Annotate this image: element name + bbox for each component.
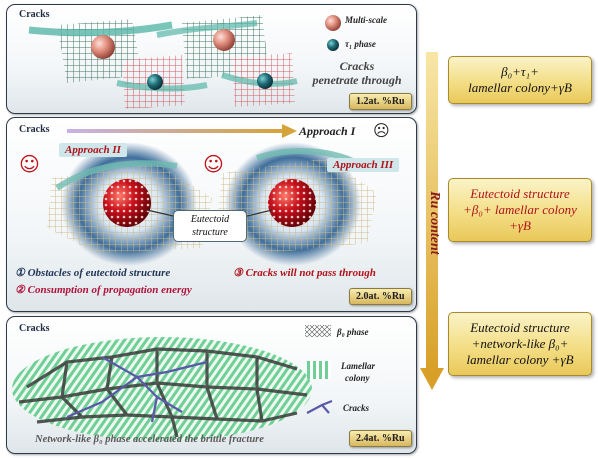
legend-lamellar-line1: Lamellar bbox=[341, 361, 375, 371]
ru-tag-1p2: 1.2at. %Ru bbox=[349, 93, 412, 110]
phase-box-2p0: Eutectoid structure +β₀+ lamellar colony… bbox=[448, 178, 592, 242]
phase-box-1p2-line2: lamellar colony+γB bbox=[468, 80, 572, 95]
note-obstacles: ① Obstacles of eutectoid structure bbox=[15, 267, 171, 279]
phase-box-2p0-line3: +γB bbox=[509, 218, 531, 233]
ru-tag-2p4: 2.4at. %Ru bbox=[349, 430, 412, 447]
phase-box-1p2: β₀+τ₁+ lamellar colony+γB bbox=[448, 56, 592, 104]
microstructure-base bbox=[12, 337, 312, 441]
eutectoid-callout: Eutectoid structure bbox=[173, 210, 247, 242]
face-neutral-icon: ☹ bbox=[373, 121, 390, 140]
panel3-illustration bbox=[12, 325, 333, 441]
legend-cracks-label: Cracks bbox=[343, 403, 370, 413]
legend-tau-label: τ₁ phase bbox=[345, 39, 376, 49]
multiscale-ball-2 bbox=[213, 29, 235, 51]
panel-2p4-ru: Cracks β₀ phase Lamellar colony Cracks N… bbox=[6, 316, 417, 454]
legend-multiscale-label: Multi-scale bbox=[345, 15, 387, 25]
note-not-pass: ③ Cracks will not pass through bbox=[233, 267, 376, 279]
phase-box-2p0-line1: Eutectoid structure bbox=[470, 186, 570, 201]
legend-tau-ball bbox=[327, 39, 339, 51]
phase-box-2p4: Eutectoid structure +network-like β₀+ la… bbox=[448, 312, 592, 376]
tau-ball-1 bbox=[147, 74, 163, 90]
face-happy-right-icon: ☺ bbox=[203, 152, 224, 176]
approach1-arrow-head bbox=[282, 124, 297, 138]
legend-lamellar-line2: colony bbox=[345, 373, 370, 383]
beta-network bbox=[18, 347, 308, 438]
eutectoid-callout-line2: structure bbox=[192, 227, 228, 238]
crack-arrow-2 bbox=[156, 20, 258, 38]
eutectoid-ball-left-dots bbox=[103, 179, 151, 227]
phase-box-2p0-line2: +β₀+ lamellar colony bbox=[463, 202, 577, 217]
legend-lamellar-icon bbox=[307, 361, 331, 379]
panel3-caption: Network-like β₀ phase accelerated the br… bbox=[35, 434, 264, 445]
approach1-arrow-shaft bbox=[67, 129, 282, 133]
crack-sweep-left bbox=[55, 160, 178, 191]
note-consumption: ② Consumption of propagation energy bbox=[15, 284, 192, 296]
ru-content-arrow bbox=[420, 52, 444, 390]
multiscale-ball-1 bbox=[91, 35, 115, 59]
legend-beta-icon bbox=[305, 325, 331, 337]
face-happy-left-icon: ☺ bbox=[19, 152, 40, 176]
approach1-label: Approach I bbox=[299, 124, 356, 138]
phase-box-2p4-line1: Eutectoid structure bbox=[470, 320, 570, 335]
ru-content-label: Ru content bbox=[427, 191, 442, 255]
phase-box-2p4-line3: lamellar colony +γB bbox=[466, 352, 574, 367]
legend-crack-icon bbox=[306, 399, 333, 414]
ru-tag-2p0: 2.0at. %Ru bbox=[349, 288, 412, 305]
tau-ball-2 bbox=[257, 73, 273, 89]
phase-box-1p2-line1: β₀+τ₁+ bbox=[501, 64, 539, 79]
eutectoid-callout-line1: Eutectoid bbox=[190, 214, 230, 225]
panel1-cracks-label: Cracks bbox=[19, 9, 50, 20]
approach2-label: Approach II bbox=[59, 143, 127, 157]
crack-arrow-1 bbox=[28, 21, 173, 37]
legend-beta-label: β₀ phase bbox=[337, 327, 369, 337]
panel2-cracks-label: Cracks bbox=[19, 124, 50, 135]
legend-multiscale-ball bbox=[325, 15, 341, 31]
panel-2p0-ru: Cracks Approach I ☹ ☺ Approach II ☺ Appr… bbox=[6, 117, 417, 312]
approach3-label: Approach III bbox=[327, 158, 400, 172]
phase-box-2p4-line2: +network-like β₀+ bbox=[471, 336, 569, 351]
penetrate-text-line2: penetrate through bbox=[312, 73, 402, 87]
crack-lines bbox=[66, 356, 208, 423]
crack-arrow-3 bbox=[116, 80, 208, 92]
eutectoid-ball-right-dots bbox=[268, 179, 316, 227]
penetrate-text-line1: Cracks bbox=[339, 59, 375, 73]
panel1-illustration bbox=[28, 15, 341, 109]
panel2-illustration bbox=[47, 124, 377, 266]
panel3-cracks-label: Cracks bbox=[19, 323, 50, 334]
panel-1p2-ru: Cracks Multi-scale τ₁ phase Cracks penet… bbox=[6, 4, 417, 114]
